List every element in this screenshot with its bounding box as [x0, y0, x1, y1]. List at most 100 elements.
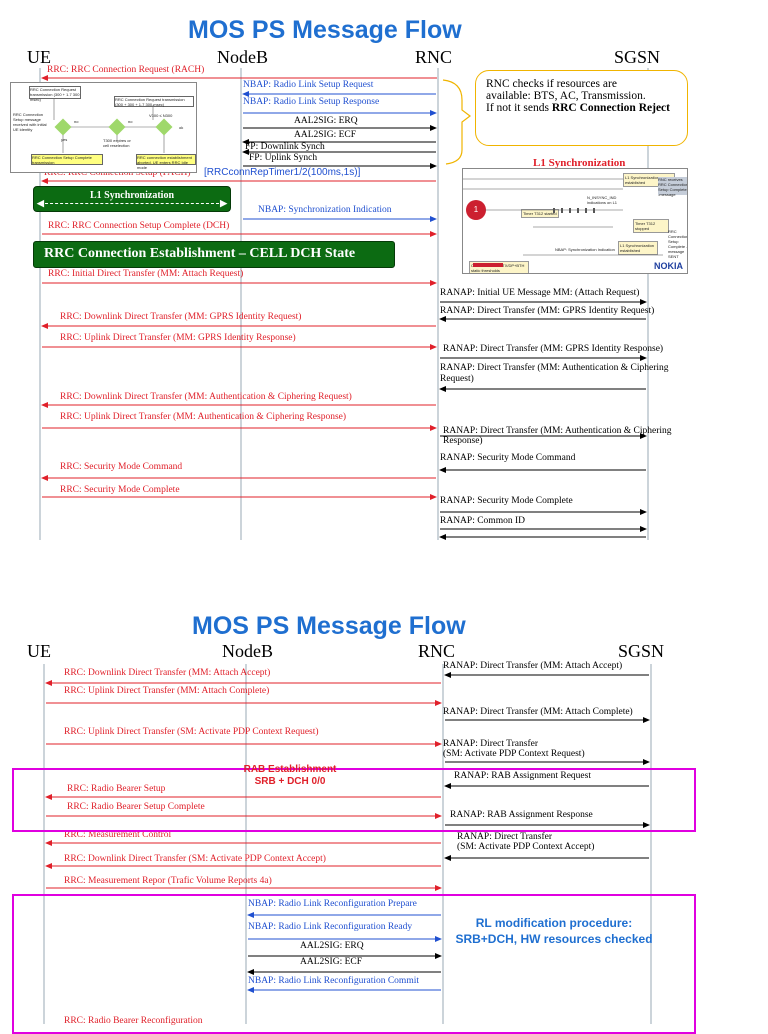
msg-label: AAL2SIG: ECF — [300, 957, 363, 967]
msg-label: RRC: Downlink Direct Transfer (MM: Authe… — [60, 392, 352, 402]
msg-label: RRC: RRC Connection Setup Complete (DCH) — [48, 221, 230, 231]
msg-label: RRC: Radio Bearer Setup — [67, 784, 166, 794]
msg-label: RRC: Measurement Repor (Trafic Volume Re… — [64, 876, 272, 886]
msg-label: RANAP: Security Mode Command — [440, 453, 576, 463]
rrc-connection-flowchart-thumbnail: RRC Connection Request transmission (300… — [10, 82, 197, 173]
thumbnail-lines — [463, 178, 663, 267]
msg-label: NBAP: Synchronization Indication — [258, 205, 392, 215]
msg-label: AAL2SIG: ECF — [294, 130, 357, 140]
msg-label: (SM: Activate PDP Context Request) — [443, 749, 585, 759]
msg-label: NBAP: Radio Link Setup Response — [243, 97, 380, 107]
msg-label: RRC: Uplink Direct Transfer (MM: Attach … — [64, 686, 270, 696]
entity-ue-bottom: UE — [27, 641, 51, 661]
msg-label: FP: Uplink Synch — [249, 153, 318, 163]
rab-establishment-box — [12, 768, 696, 832]
timer-box: Timer T312 started — [521, 209, 559, 218]
l1-sync-bar-label: L1 Synchronization — [90, 190, 174, 201]
flow-box: RRC connection establishment aborted. UE… — [136, 154, 196, 170]
arrow-left-icon: ◀ — [37, 198, 44, 208]
l1-established-box: L1 Synchronization established — [618, 241, 658, 255]
msg-label: RANAP: Security Mode Complete — [440, 496, 573, 506]
callout-line: available: BTS, AC, Transmission. — [486, 90, 646, 102]
callout-line: If not it sends RRC Connection Reject — [486, 102, 677, 114]
callout-line-text: If not it sends — [486, 102, 552, 114]
msg-label: RRC: Downlink Direct Transfer (MM: GPRS … — [60, 312, 302, 322]
rnc-check-callout: RNC checks if resources are available: B… — [475, 70, 688, 146]
flow-v300-label: V300 ≤ N300 — [149, 113, 173, 118]
entity-rnc-top: RNC — [415, 47, 453, 67]
msg-label: RANAP: Direct Transfer — [457, 832, 552, 842]
msg-label: AAL2SIG: ERQ — [300, 941, 364, 951]
rab-establishment-note: RAB Establishment SRB + DCH 0/0 — [220, 764, 360, 788]
entity-rnc-bottom: RNC — [418, 641, 456, 661]
flow-box: RRC Connection Request transmission (300… — [114, 96, 194, 107]
rnc-receives-box: RNC receives RRC Connection Setup Comple… — [658, 177, 688, 197]
msg-label: RANAP: Direct Transfer (MM: GPRS Identit… — [443, 344, 664, 354]
msg-label: RANAP: Direct Transfer (MM: Authenticati… — [443, 426, 672, 436]
msg-label: RRC: Security Mode Command — [60, 462, 183, 472]
step-marker: 1 — [466, 200, 486, 220]
msg-label: (SM: Activate PDP Context Accept) — [457, 842, 595, 852]
msg-label: RRC: Downlink Direct Transfer (MM: Attac… — [64, 668, 271, 678]
l1-sync-dashes — [40, 203, 224, 204]
rl-note-line: SRB+DCH, HW resources checked — [455, 932, 653, 946]
flow-no-label: no — [74, 119, 79, 124]
msg-label: RANAP: Direct Transfer (MM: Attach Compl… — [443, 707, 633, 717]
msg-label: RRC: Security Mode Complete — [60, 485, 180, 495]
msg-label: RANAP: Common ID — [440, 516, 525, 526]
callout-bold-text: RRC Connection Reject — [551, 102, 670, 114]
msg-label: RANAP: Initial UE Message MM: (Attach Re… — [440, 288, 640, 298]
rrc-state-bar: RRC Connection Establishment – CELL DCH … — [33, 241, 395, 268]
rl-modification-note: RL modification procedure: SRB+DCH, HW r… — [454, 915, 654, 947]
msg-label: RRC: Radio Bearer Setup Complete — [67, 802, 205, 812]
timer-label: [RRCconnRepTimer1/2(100ms,1s)] — [204, 167, 361, 178]
flow-box: RRC Connection Setup Complete transmissi… — [31, 154, 103, 165]
entity-nodeb-top: NodeB — [217, 47, 268, 67]
flowchart-connectors — [53, 98, 165, 153]
red-marker-icon — [473, 263, 503, 267]
diagram-title-top: MOS PS Message Flow — [188, 16, 462, 44]
flow-no-label: no — [128, 119, 133, 124]
msg-label: NBAP: Radio Link Setup Request — [243, 80, 374, 90]
nbap-label: NBAP: Synchronization Indication — [555, 247, 615, 252]
msg-label: RRC: Radio Bearer Reconfiguration — [64, 1016, 203, 1026]
msg-label: NBAP: Radio Link Reconfiguration Ready — [248, 922, 413, 932]
l1-sync-bar: L1 Synchronization ◀ ▶ — [33, 186, 231, 212]
msg-label: Response) — [443, 436, 483, 446]
entity-ue-top: UE — [27, 47, 51, 67]
msg-label: NBAP: Radio Link Reconfiguration Commit — [248, 976, 419, 986]
flow-yes-label: yes — [61, 137, 68, 142]
msg-label: RANAP: Direct Transfer (MM: GPRS Identit… — [440, 306, 655, 316]
msg-label: RRC: Initial Direct Transfer (MM: Attach… — [48, 269, 244, 279]
msg-label: RANAP: Direct Transfer — [443, 739, 538, 749]
msg-label: RRC: Uplink Direct Transfer (MM: Authent… — [60, 412, 347, 422]
msg-label: Request) — [440, 374, 474, 384]
flow-side-text: RRC Connection Setup message received wi… — [13, 112, 47, 132]
msg-label: RANAP: Direct Transfer (MM: Authenticati… — [440, 363, 669, 373]
brand-logo: NOKIA — [654, 261, 683, 271]
msg-label: RRC: RRC Connection Setup (FACH) — [44, 168, 191, 178]
entity-sgsn-top: SGSN — [614, 47, 661, 67]
msg-label: FP: Downlink Synch — [245, 142, 325, 152]
msg-label: RRC: Downlink Direct Transfer (SM: Activ… — [64, 854, 326, 864]
entity-nodeb-bottom: NodeB — [222, 641, 273, 661]
rrc-complete-label: RRC Connection Setup Complete -message S… — [668, 229, 688, 259]
timer-box: Timer T312 stopped — [633, 219, 669, 233]
entity-sgsn-bottom: SGSN — [618, 641, 665, 661]
msg-label: RANAP: RAB Assignment Response — [450, 810, 593, 820]
msg-label: RRC: Uplink Direct Transfer (SM: Activat… — [64, 727, 319, 737]
msg-label: RANAP: Direct Transfer (MM: Attach Accep… — [443, 661, 623, 671]
arrow-right-icon: ▶ — [220, 198, 227, 208]
l1-sync-title: L1 Synchronization — [533, 157, 626, 169]
msg-label: NBAP: Radio Link Reconfiguration Prepare — [248, 899, 417, 909]
rab-note-line: SRB + DCH 0/0 — [254, 776, 326, 787]
rl-note-line: RL modification procedure: — [475, 916, 633, 930]
msg-label: RRC: RRC Connection Request (RACH) — [47, 65, 205, 75]
flow-ok-label: ok — [179, 125, 184, 130]
diagram-title-bottom: MOS PS Message Flow — [192, 612, 466, 640]
msg-label: RANAP: RAB Assignment Request — [454, 771, 591, 781]
msg-label: RRC: Measurement Control — [64, 830, 172, 840]
in-sync-label: N_INSYNC_IND indications on L1 — [587, 195, 618, 205]
msg-label: RRC: Uplink Direct Transfer (MM: GPRS Id… — [60, 333, 296, 343]
